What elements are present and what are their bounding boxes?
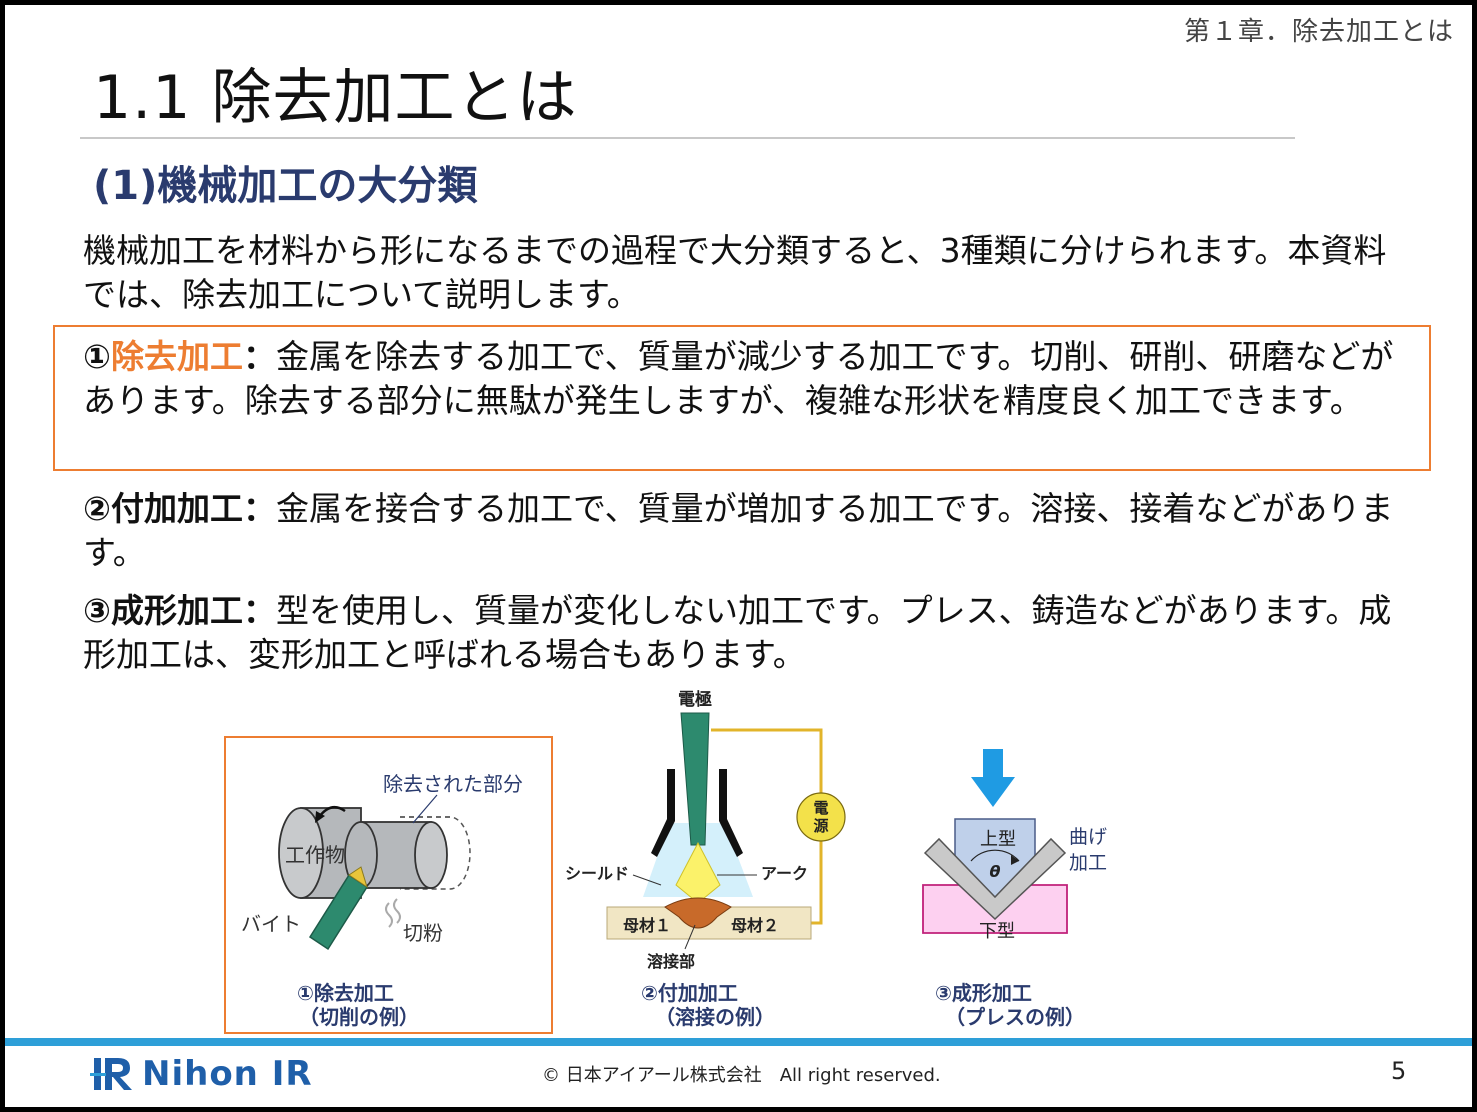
- item-removal-term: 除去加工: [110, 337, 243, 376]
- shield-label: シールド: [565, 864, 629, 883]
- upper-die-label: 上型: [980, 829, 1016, 850]
- power-label-2: 源: [813, 817, 828, 835]
- cutting-figure-frame: [224, 736, 553, 1034]
- electrode-label: 電極: [678, 689, 712, 710]
- weld-label: 溶接部: [647, 952, 695, 971]
- nozzle-left: [651, 769, 675, 857]
- weld-leader: [684, 924, 696, 950]
- arc-label: アーク: [761, 864, 808, 883]
- lower-die-label: 下型: [979, 921, 1015, 942]
- item-additive-text: 金属を接合する加工で、質量が増加する加工です。溶接、接着などがあります。: [83, 489, 1394, 572]
- press-caption-2: （プレスの例）: [945, 1005, 1085, 1029]
- press-figure: 上型 θ 曲げ 加工 下型 ③成形加工 （プレスの例）: [922, 749, 1107, 1029]
- bend-label-2: 加工: [1069, 852, 1107, 874]
- shield-leader: [632, 874, 662, 886]
- angle-label: θ: [990, 862, 1001, 881]
- angle-arc: [970, 849, 1020, 862]
- item-additive-sep: ：: [242, 489, 276, 528]
- page-title: 1.1 除去加工とは: [93, 63, 578, 133]
- base-materials: [606, 906, 812, 940]
- shield-gas: [643, 823, 753, 897]
- power-source: [796, 792, 846, 842]
- footer-bar: [5, 1038, 1472, 1046]
- bent-sheet: [923, 837, 1067, 921]
- page-number: 5: [1391, 1057, 1407, 1085]
- item-removal-text: 金属を除去する加工で、質量が減少する加工です。切削、研削、研磨などがあります。除…: [83, 337, 1394, 420]
- intro-paragraph: 機械加工を材料から形になるまでの過程で大分類すると、3種類に分けられます。本資料…: [83, 231, 1387, 314]
- item-forming-text: 型を使用し、質量が変化しない加工です。プレス、鋳造などがあります。成形加工は、変…: [83, 591, 1392, 674]
- weld-bead: [664, 897, 732, 929]
- power-label-1: 電: [813, 799, 828, 817]
- nozzle-right: [719, 769, 743, 857]
- logo-text: Nihon IR: [142, 1054, 313, 1094]
- welding-figure: 電 源 電極 母材１ 母材２ シールド アーク 溶接部 ②付加加工: [565, 689, 846, 1029]
- angle-arrowhead: [1011, 855, 1019, 865]
- copyright: © 日本アイアール株式会社 All right reserved.: [542, 1065, 941, 1086]
- upper-die: [954, 818, 1036, 907]
- item-removal-sep: ：: [242, 337, 276, 376]
- item-removal: ①除去加工：金属を除去する加工で、質量が減少する加工です。切削、研削、研磨などが…: [83, 335, 1413, 423]
- electrode: [680, 712, 710, 846]
- item-removal-marker: ①: [83, 337, 111, 376]
- lower-die: [922, 884, 1068, 934]
- item-forming-marker: ③: [83, 591, 111, 630]
- welding-caption-2: （溶接の例）: [655, 1005, 775, 1029]
- title-divider: [80, 137, 1295, 139]
- item-forming: ③成形加工：型を使用し、質量が変化しない加工です。プレス、鋳造などがあります。成…: [83, 589, 1413, 677]
- item-additive: ②付加加工：金属を接合する加工で、質量が増加する加工です。溶接、接着などがありま…: [83, 487, 1413, 575]
- bend-label-1: 曲げ: [1069, 826, 1107, 848]
- press-caption-1: ③成形加工: [935, 981, 1032, 1005]
- nihon-ir-logo-icon: [90, 1058, 132, 1090]
- chapter-label: 第１章．除去加工とは: [1183, 17, 1454, 47]
- section-heading: (1)機械加工の大分類: [93, 163, 478, 209]
- highlight-box: [53, 325, 1431, 471]
- item-additive-marker: ②: [83, 489, 111, 528]
- welding-caption-1: ②付加加工: [641, 981, 738, 1005]
- base2-label: 母材２: [731, 916, 779, 935]
- press-arrow-icon: [971, 749, 1015, 807]
- arc: [675, 841, 721, 904]
- base1-label: 母材１: [623, 916, 671, 935]
- item-forming-sep: ：: [242, 591, 276, 630]
- item-forming-term: 成形加工: [110, 591, 243, 630]
- power-wire: [711, 728, 823, 925]
- company-logo: Nihon IR: [90, 1052, 313, 1096]
- item-additive-term: 付加加工: [110, 489, 243, 528]
